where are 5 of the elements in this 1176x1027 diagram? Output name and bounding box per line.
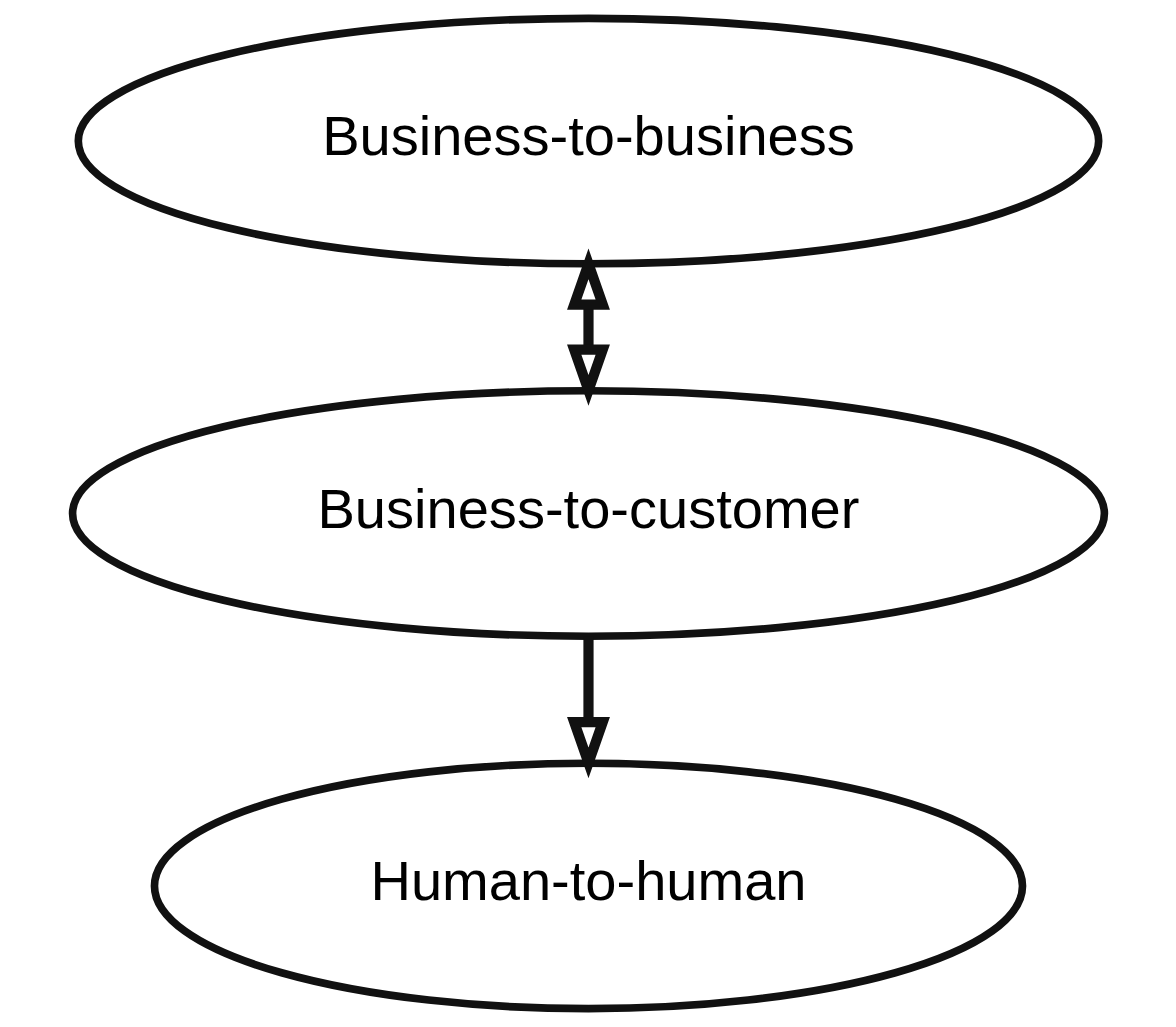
node-ellipse: Business-to-business <box>74 14 1102 268</box>
node-ellipse: Human-to-human <box>150 759 1026 1013</box>
node-ellipse: Business-to-customer <box>68 386 1108 641</box>
arrow <box>566 248 610 406</box>
arrow <box>566 636 610 779</box>
